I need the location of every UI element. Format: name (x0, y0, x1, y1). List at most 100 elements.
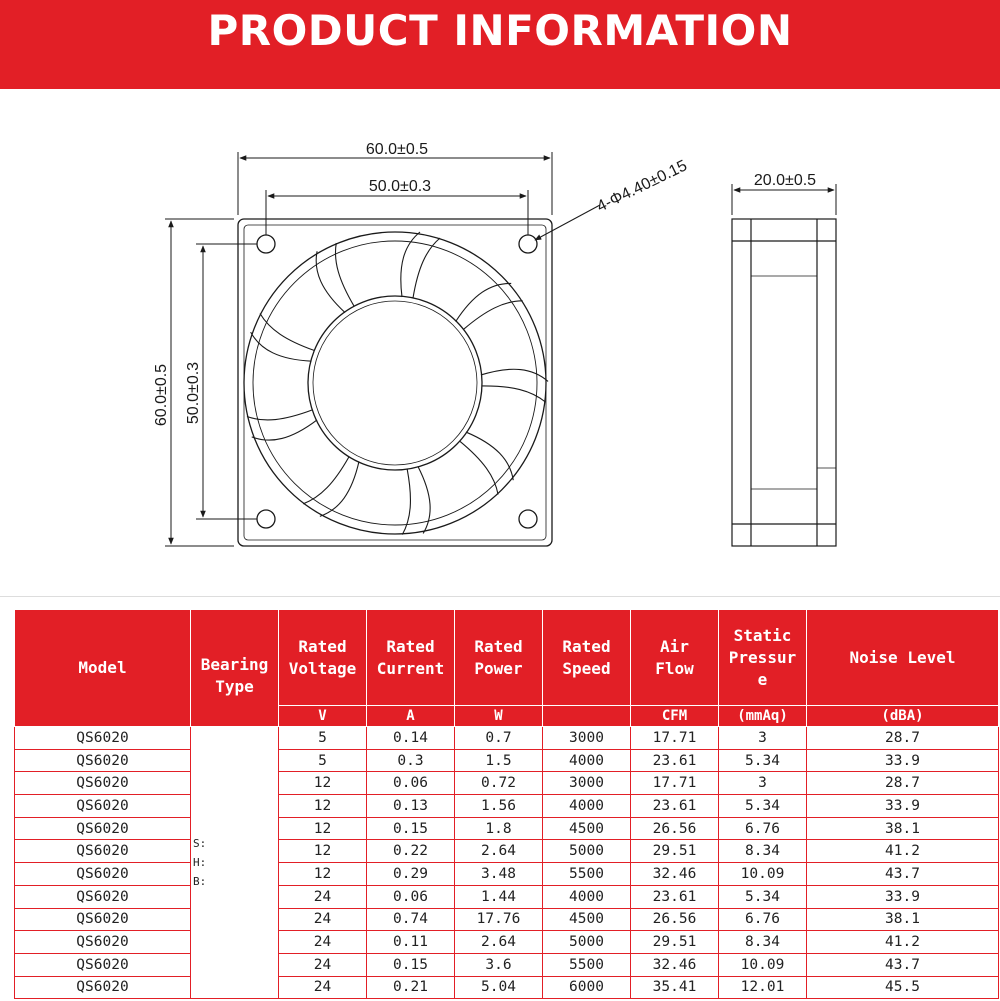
cell-airflow: 32.46 (630, 952, 719, 977)
page-title: PRODUCT INFORMATION (207, 6, 793, 55)
cell-current: 0.15 (366, 952, 455, 977)
table-row: QS6020 24 0.21 5.04 6000 35.41 12.01 45.… (14, 975, 999, 1000)
cell-noise: 33.9 (806, 794, 999, 818)
cell-pressure: 6.76 (718, 907, 807, 932)
cell-noise: 43.7 (806, 862, 999, 886)
cell-model: QS6020 (14, 726, 191, 750)
cell-speed: 4000 (542, 794, 631, 818)
cell-model: QS6020 (14, 748, 191, 773)
table-row: QS6020 24 0.74 17.76 4500 26.56 6.76 38.… (14, 907, 999, 932)
cell-pressure: 5.34 (718, 884, 807, 909)
cell-speed: 5000 (542, 839, 631, 864)
col-header-noise: Noise Level (806, 609, 999, 706)
cell-speed: 4000 (542, 748, 631, 773)
cell-pressure: 10.09 (718, 952, 807, 977)
cell-pressure: 5.34 (718, 794, 807, 818)
dim-label-thickness: 20.0±0.5 (754, 172, 816, 189)
cell-speed: 3000 (542, 771, 631, 796)
cell-power: 2.64 (454, 839, 543, 864)
dimension-hole-spacing-h (265, 190, 529, 235)
cell-speed: 5500 (542, 862, 631, 886)
table-units-row: V A W CFM (mmAq) (dBA) (15, 705, 999, 727)
fan-front-view-icon (237, 218, 553, 547)
cell-voltage: 24 (278, 907, 367, 932)
fan-side-view-icon (731, 218, 837, 547)
cell-power: 1.8 (454, 816, 543, 841)
cell-bearing-type: S:H:B: (190, 725, 279, 1000)
cell-current: 0.3 (366, 748, 455, 773)
cell-power: 1.44 (454, 884, 543, 909)
cell-power: 3.48 (454, 862, 543, 886)
cell-airflow: 23.61 (630, 748, 719, 773)
unit-airflow: CFM (630, 705, 719, 727)
cell-model: QS6020 (14, 884, 191, 909)
table-row: QS6020 5 0.3 1.5 4000 23.61 5.34 33.9 (14, 748, 999, 773)
cell-pressure: 12.01 (718, 975, 807, 1000)
cell-power: 2.64 (454, 930, 543, 954)
cell-airflow: 32.46 (630, 862, 719, 886)
cell-pressure: 6.76 (718, 816, 807, 841)
hole-callout-leader (534, 204, 601, 241)
cell-pressure: 3 (718, 726, 807, 750)
cell-current: 0.13 (366, 794, 455, 818)
cell-airflow: 17.71 (630, 771, 719, 796)
col-header-model: Model (14, 609, 191, 727)
cell-noise: 41.2 (806, 839, 999, 864)
cell-noise: 43.7 (806, 952, 999, 977)
cell-current: 0.21 (366, 975, 455, 1000)
cell-current: 0.06 (366, 771, 455, 796)
cell-power: 1.56 (454, 794, 543, 818)
unit-voltage: V (278, 705, 367, 727)
cell-noise: 33.9 (806, 884, 999, 909)
cell-current: 0.06 (366, 884, 455, 909)
table-row: QS6020 S:H:B: 5 0.14 0.7 3000 17.71 3 28… (14, 725, 999, 1000)
cell-speed: 5500 (542, 952, 631, 977)
table-row: QS6020 24 0.15 3.6 5500 32.46 10.09 43.7 (14, 952, 999, 977)
dimension-overall-height (165, 218, 234, 547)
unit-power: W (454, 705, 543, 727)
header-banner: PRODUCT INFORMATION (0, 0, 1000, 89)
dimension-hole-spacing-v (196, 243, 257, 520)
cell-current: 0.74 (366, 907, 455, 932)
cell-model: QS6020 (14, 771, 191, 796)
dim-label-hole-spacing-h: 50.0±0.3 (369, 178, 431, 195)
cell-voltage: 24 (278, 975, 367, 1000)
cell-airflow: 29.51 (630, 930, 719, 954)
cell-pressure: 10.09 (718, 862, 807, 886)
cell-noise: 33.9 (806, 748, 999, 773)
cell-voltage: 12 (278, 816, 367, 841)
cell-model: QS6020 (14, 794, 191, 818)
cell-voltage: 12 (278, 771, 367, 796)
table-row: QS6020 12 0.15 1.8 4500 26.56 6.76 38.1 (14, 816, 999, 841)
cell-current: 0.14 (366, 726, 455, 750)
cell-pressure: 8.34 (718, 930, 807, 954)
cell-voltage: 24 (278, 952, 367, 977)
table-row: QS6020 12 0.13 1.56 4000 23.61 5.34 33.9 (14, 794, 999, 818)
cell-noise: 38.1 (806, 816, 999, 841)
dimension-overall-width (237, 152, 553, 215)
cell-voltage: 24 (278, 884, 367, 909)
cell-speed: 5000 (542, 930, 631, 954)
cell-noise: 45.5 (806, 975, 999, 1000)
cell-speed: 6000 (542, 975, 631, 1000)
cell-voltage: 12 (278, 794, 367, 818)
cell-airflow: 35.41 (630, 975, 719, 1000)
cell-voltage: 5 (278, 748, 367, 773)
cell-model: QS6020 (14, 816, 191, 841)
unit-speed (542, 705, 631, 727)
cell-noise: 28.7 (806, 771, 999, 796)
table-row: QS6020 12 0.06 0.72 3000 17.71 3 28.7 (14, 771, 999, 796)
cell-voltage: 5 (278, 726, 367, 750)
cell-power: 1.5 (454, 748, 543, 773)
cell-pressure: 3 (718, 771, 807, 796)
cell-noise: 41.2 (806, 930, 999, 954)
hole-callout-label: 4-Φ4.40±0.15 (594, 157, 690, 215)
dim-label-overall-height: 60.0±0.5 (153, 364, 170, 426)
